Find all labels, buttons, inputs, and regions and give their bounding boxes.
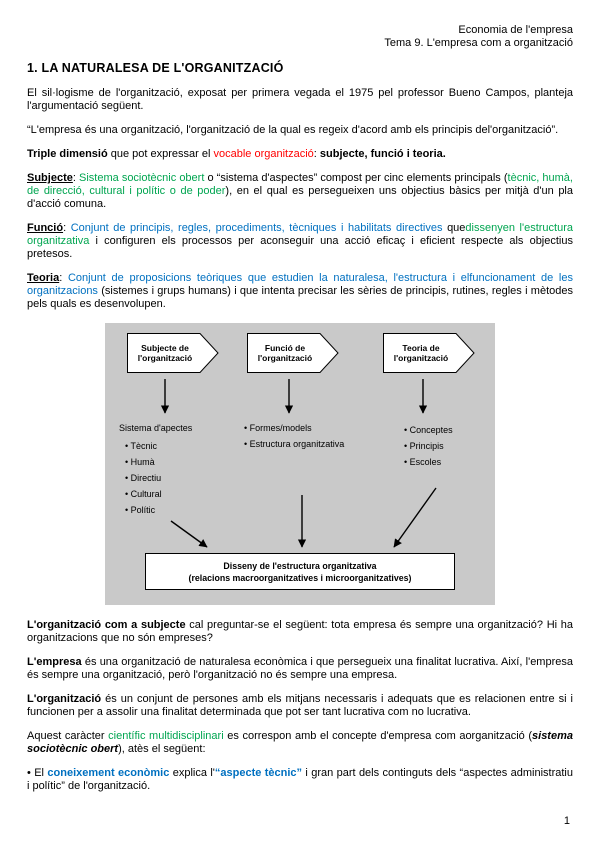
diagram-column-aspectes: Sistema d'apectes Tècnic Humà Directiu C…: [119, 423, 192, 521]
arrow-shape-icon: [127, 333, 219, 373]
paragraph-caracter: Aquest caràcter científic multidisciplin…: [27, 730, 573, 755]
bottom-box-line1: Disseny de l'estructura organitzativa: [223, 560, 377, 571]
diagram-column-formes: Formes/models Estructura organitzativa: [238, 423, 345, 455]
diagram-column-conceptes: Conceptes Principis Escoles: [398, 425, 453, 473]
diagram-bottom-box: Disseny de l'estructura organitzativa (r…: [145, 553, 455, 590]
list-item: Estructura organitzativa: [238, 439, 345, 450]
section-title: 1. LA NATURALESA DE L'ORGANITZACIÓ: [27, 61, 284, 75]
paragraph-triple-dimension: Triple dimensió que pot expressar el voc…: [27, 148, 446, 160]
arrow-shape-icon: [247, 333, 339, 373]
paragraph-syllogism: El sil·logisme de l'organització, exposa…: [27, 87, 573, 112]
diagram-box-subjecte-label: Subjecte de l'organització: [137, 343, 193, 363]
diagram-box-teoria: Teoria de l'organització: [383, 333, 475, 373]
list-item: Tècnic: [119, 441, 192, 452]
paragraph-quote: “L'empresa és una organització, l'organi…: [27, 124, 559, 136]
paragraph-funcio: Funció: Conjunt de principis, regles, pr…: [27, 222, 573, 260]
list-item: Cultural: [119, 489, 192, 500]
bullet-coneixement-economic: • El coneixement econòmic explica l'“asp…: [27, 767, 573, 792]
paragraph-organitzacio: L'organització és un conjunt de persones…: [27, 693, 573, 718]
diagram-box-teoria-label: Teoria de l'organització: [393, 343, 449, 363]
paragraph-org-subjecte: L'organització com a subjecte cal pregun…: [27, 619, 574, 644]
list-item: Conceptes: [398, 425, 453, 436]
paragraph-teoria: Teoria: Conjunt de proposicions teòrique…: [27, 272, 573, 310]
bottom-box-line2: (relacions macroorganitzatives i microor…: [188, 572, 412, 583]
page-number: 1: [563, 815, 570, 827]
diagram-box-funcio-label: Funció de l'organització: [257, 343, 313, 363]
organization-diagram: Subjecte de l'organització Funció de l'o…: [105, 323, 495, 605]
document-header: Economia de l'empresa Tema 9. L'empresa …: [27, 24, 573, 50]
list-item: Directiu: [119, 473, 192, 484]
document-page: Economia de l'empresa Tema 9. L'empresa …: [0, 0, 600, 793]
diagram-box-subjecte: Subjecte de l'organització: [127, 333, 219, 373]
list-item: Escoles: [398, 457, 453, 468]
list-item: Formes/models: [238, 423, 344, 434]
paragraph-subjecte: Subjecte: Sistema sociotècnic obert o “s…: [27, 172, 573, 210]
diagram-box-funcio: Funció de l'organització: [247, 333, 339, 373]
header-course-title: Economia de l'empresa: [458, 24, 573, 36]
column-header: Sistema d'apectes: [119, 423, 193, 433]
list-item: Humà: [119, 457, 192, 468]
list-item: Polític: [119, 505, 192, 516]
list-item: Principis: [398, 441, 453, 452]
paragraph-empresa: L'empresa és una organització de natural…: [27, 656, 573, 681]
header-topic-title: Tema 9. L'empresa com a organització: [384, 37, 573, 49]
arrow-shape-icon: [383, 333, 475, 373]
